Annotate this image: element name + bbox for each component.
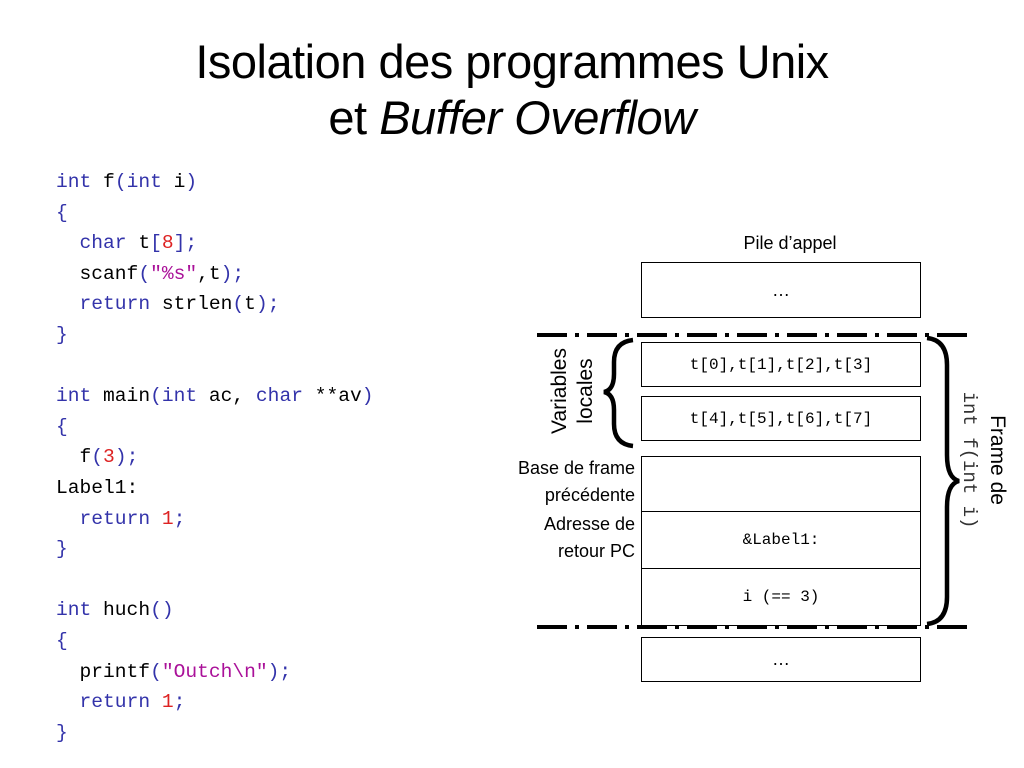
code-token: 3 (103, 446, 115, 469)
code-token: () (150, 599, 174, 622)
code-line: scanf("%s",t); (56, 259, 374, 290)
label-return-address-line-1: Adresse de (543, 514, 635, 534)
code-token: ( (91, 446, 104, 469)
code-token: ) (361, 385, 374, 408)
code-line: { (56, 198, 374, 229)
code-line: int main(int ac, char **av) (56, 381, 374, 412)
code-token: scanf (56, 262, 139, 285)
code-token: ) (185, 171, 198, 193)
code-line: Label1: (56, 473, 374, 504)
code-token: } (56, 721, 68, 744)
label-frame-base: Base de frame précédente (518, 455, 635, 509)
code-token: ; (173, 507, 186, 530)
code-token: Label1: (56, 476, 139, 499)
code-token: ); (114, 446, 139, 469)
code-token: int (161, 385, 198, 408)
code-token: ; (173, 691, 186, 714)
code-token: strlen (150, 293, 233, 316)
code-line: return 1; (56, 687, 374, 718)
stack-title: Pile d’appel (743, 233, 837, 253)
stack-cell-bottom: … (641, 637, 921, 682)
code-token: int (56, 385, 92, 408)
code-line: return 1; (56, 504, 374, 535)
code-token: { (56, 629, 68, 652)
code-token: char (255, 385, 303, 408)
stack-cell-argument: i (== 3) (641, 568, 921, 626)
local-variables-brace (603, 337, 634, 449)
code-token: i (161, 171, 186, 193)
code-token: ); (255, 293, 280, 316)
code-token: t (126, 232, 151, 255)
code-token: } (56, 538, 68, 561)
code-line: printf("Outch\n"); (56, 657, 374, 688)
code-token: f (56, 446, 92, 469)
code-token: main (91, 385, 151, 408)
code-line: int f(int i) (56, 167, 374, 198)
code-line: int huch() (56, 595, 374, 626)
code-token: ); (220, 262, 245, 285)
code-line: f(3); (56, 442, 374, 473)
title-line-2-plain: et (328, 91, 380, 144)
code-token: int (126, 171, 162, 193)
code-token: char (79, 232, 127, 255)
code-token: f (91, 171, 115, 193)
code-token: huch (91, 599, 151, 622)
code-token: 1 (161, 691, 174, 714)
code-token: return (79, 507, 151, 530)
code-token: ( (150, 385, 162, 408)
code-line: { (56, 412, 374, 443)
code-token: int (56, 171, 92, 193)
code-token: printf (56, 660, 151, 683)
code-listing: int f(int i){ char t[8]; scanf("%s",t); … (56, 167, 374, 748)
code-token: { (56, 415, 68, 438)
code-token: return (79, 293, 151, 316)
code-token: int (56, 599, 92, 622)
code-line: { (56, 626, 374, 657)
label-frame-base-line-2: précédente (544, 485, 635, 505)
code-token: } (56, 323, 68, 346)
code-token: 8 (161, 232, 174, 255)
code-token: ac, (197, 385, 256, 408)
stack-cell-t4-t7: t[4],t[5],t[6],t[7] (641, 396, 921, 441)
label-frame-base-line-1: Base de frame (517, 458, 635, 478)
code-token: ( (232, 293, 245, 316)
code-line: } (56, 534, 374, 565)
code-line: char t[8]; (56, 228, 374, 259)
code-token: ( (138, 262, 151, 285)
code-line: } (56, 718, 374, 749)
title-line-2: et Buffer Overflow (0, 90, 1024, 146)
code-token: { (56, 201, 68, 224)
code-token: ); (267, 660, 292, 683)
label-return-address: Adresse de retour PC (544, 511, 635, 565)
code-token: t (244, 293, 256, 316)
code-line: return strlen(t); (56, 289, 374, 320)
stack-cell-top: … (641, 262, 921, 318)
code-token: ]; (173, 232, 198, 255)
stack-cell-t0-t3: t[0],t[1],t[2],t[3] (641, 342, 921, 387)
code-token: "%s" (150, 262, 198, 285)
frame-brace (926, 335, 960, 627)
code-token: "Outch\n" (161, 660, 268, 683)
code-token: ,t (197, 262, 221, 285)
code-token: 1 (161, 507, 174, 530)
code-token: ( (114, 171, 127, 193)
code-token: return (79, 691, 151, 714)
code-token: ( (150, 660, 162, 683)
title-line-1: Isolation des programmes Unix (195, 35, 829, 88)
code-line: } (56, 320, 374, 351)
label-return-address-line-2: retour PC (557, 541, 635, 561)
code-token: **av (302, 385, 362, 408)
slide-title: Isolation des programmes Unix et Buffer … (0, 34, 1024, 146)
code-token: [ (150, 232, 162, 255)
title-line-2-italic: Buffer Overflow (379, 91, 696, 144)
